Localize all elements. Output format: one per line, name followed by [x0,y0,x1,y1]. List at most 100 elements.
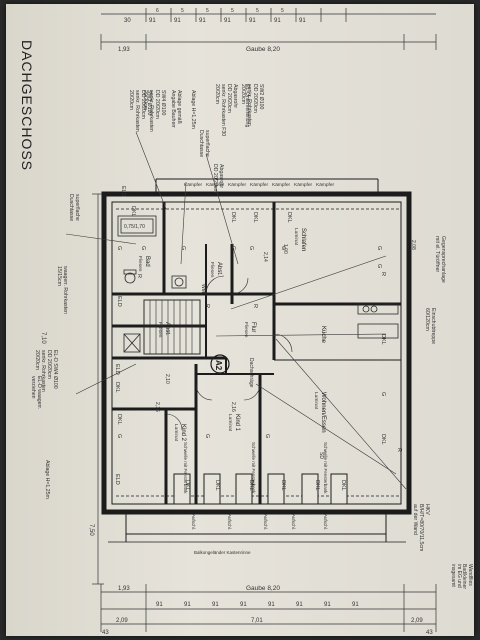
aufschlag-note: Aufschl. [191,514,196,530]
top-small-label: 6 [156,8,159,14]
window-note: Schwelle mit Fensterbank [323,442,328,494]
door-swings [165,275,293,431]
bottom-windows [173,473,348,505]
left-annotation: Ablage H=1,25m [44,460,50,499]
bottom-segment-label: 91 [268,602,275,608]
kaempfer-label: Kämpfer [228,182,247,188]
bottom-lower-label: 7,01 [251,618,263,624]
top-overall-dimension: Gaube 8,20 [246,46,280,53]
r-marker: R [396,448,402,452]
g-marker: G [116,434,122,438]
right-annotation: HKVB/H/T=80/70/11,5cmauf der Wand [412,504,430,551]
g-marker: G [116,246,122,250]
room-floor: Laminat [293,228,299,246]
r-marker: R [252,304,258,308]
staircase [143,299,201,355]
bottom-dimension-chain [100,584,437,632]
top-dimension-chain [100,8,437,50]
left-annotation: EL-D SW4 Ø100DD 20/20cmsenkr. Rohrkasten… [34,350,58,392]
g-marker: G [230,246,236,250]
apartment-label: A2 [214,360,223,371]
top-segment-label: 91 [299,18,306,24]
upper-annotation: AbgasrohrDD 20/20cmsenkr. Rohrkasten F30… [214,84,238,136]
dkl-marker: DKL [230,212,236,223]
bottom-segment-label: 91 [156,602,163,608]
upper-annotation: Ablage gemäßAngabe Bauherr [170,90,182,128]
dkl-marker: DKL [184,480,190,491]
dkl-marker: DKL [130,206,136,217]
room-name: Küche [320,326,326,344]
dim-label: 2,14 [262,252,268,262]
g-marker: G [376,264,382,268]
top-segment-label: 91 [174,18,181,24]
left-annotation: EL-D waagerr.verziehen [30,376,42,409]
g-marker: G [180,246,186,250]
dim-label: 2,10 [164,374,170,384]
top-segment-label: 91 [199,18,206,24]
dim-label: 2,08 [410,240,416,250]
window-note: Schwelle mit Fensterbank [251,442,256,494]
upper-annotation: Ablage H=1,25m [190,90,196,129]
room-name: Abst. [216,262,222,276]
balcony-note: Balkongeländer Kastenrinne [194,550,251,555]
top-segment-label: 91 [149,18,156,24]
dkl-marker: DKL [116,414,122,425]
eld-marker: ELD [120,186,126,197]
top-small-label: 5 [181,8,184,14]
room-floor: Laminat [227,414,233,432]
upper-annotation: EL-Unterverteilung [244,84,250,127]
right-edge-line: Wandflies [467,564,473,586]
g-marker: G [376,246,382,250]
bathtub [117,215,157,237]
sd-label: SD [318,452,324,459]
toilet [124,272,136,284]
r-marker: R [136,274,142,278]
bottom-segment-label: 91 [240,602,247,608]
bottom-segment-label: 91 [296,602,303,608]
interior-walls [112,202,401,504]
dim-label: 2,16 [154,402,160,412]
dkl-marker: DKL [340,480,346,491]
room-floor: Fliesen [157,322,163,338]
room-floor: Laminat [313,392,319,410]
top-small-label: 5 [231,8,234,14]
dkl-marker: DKL [280,480,286,491]
kaempfer-label: Kämpfer [184,182,203,188]
top-small-label: 5 [281,8,284,14]
eld-marker: ELD [114,474,120,485]
dim-label: 2,16 [230,402,236,412]
room-floor: Fliesen [209,262,215,278]
room-floor: Laminat [173,424,179,442]
bottom-segment-label: 91 [184,602,191,608]
r-marker: R [380,272,386,276]
room-name: Kind 2 [180,424,186,442]
aufschlag-note: Aufschl. [263,514,268,530]
bottom-segment-label: 91 [352,602,359,608]
room-name: Abst. [164,322,170,336]
room-name: Wohnen/Essen [320,392,326,433]
room-floor: Fliesen [243,322,249,338]
dim-label: 1,00 [282,244,288,254]
aufschlag-note: Aufschl. [291,514,296,530]
upper-annotation: superflacheDuschtasse [198,130,210,157]
dkl-marker: DKL [114,382,120,393]
right-edge-line: insgesamt [450,564,457,587]
g-marker: G [264,434,270,438]
dim-label: 0,75/1,70 [124,224,145,230]
room-name: Flur [250,322,256,332]
top-small-label: 5 [256,8,259,14]
left-dim-750: 7,50 [88,524,94,536]
right-annotation: Einschubtreppe60/120cm [424,308,436,344]
top-segment-label: 91 [224,18,231,24]
bottom-lower-label: 2,09 [116,618,128,624]
bath-fixtures [117,215,187,353]
kaempfer-label: Kämpfer [206,182,225,188]
bottom-edge-left: 43 [102,630,109,636]
bottom-overall-dimension: Gaube 8,20 [246,585,280,592]
upper-annotation: SW3 Ø100DD 20/20cmsenkr. Rohrkasten20/20… [128,90,152,132]
